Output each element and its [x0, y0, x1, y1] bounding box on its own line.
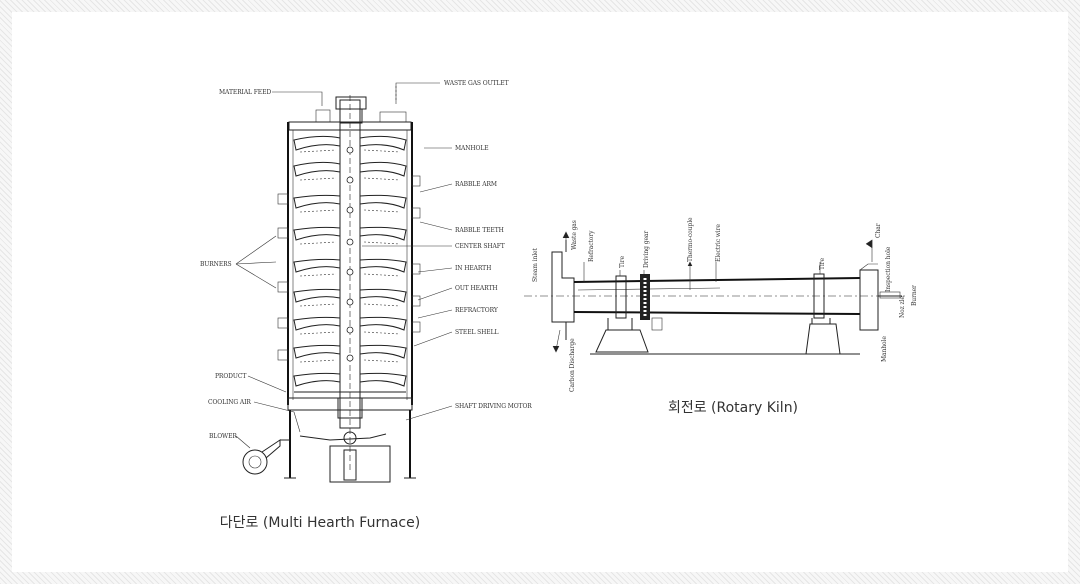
label-rabble-teeth: RABBLE TEETH — [455, 227, 504, 234]
kiln-label-thermo-couple: Thermo-couple — [687, 217, 694, 262]
label-manhole: MANHOLE — [455, 145, 489, 152]
kiln-label-electric-wire: Electric wire — [715, 224, 722, 262]
kiln-label-steam-inlet: Steam inlet — [532, 248, 539, 282]
kiln-label-burner: Burner — [911, 285, 918, 306]
kiln-leader-lines — [552, 231, 873, 353]
kiln-label-carbon-discharge: Carbon Discharge — [569, 338, 576, 392]
mhf-caption: 다단로 (Multi Hearth Furnace) — [220, 515, 420, 531]
label-steel-shell: STEEL SHELL — [455, 329, 498, 336]
mhf-blower — [242, 439, 290, 475]
kiln-caption: 회전로 (Rotary Kiln) — [668, 400, 798, 416]
kiln-supports — [590, 317, 860, 355]
mhf-rabble-arm-hubs — [346, 146, 354, 362]
mhf-shaft-gearbox — [337, 397, 363, 419]
label-material-feed: MATERIAL FEED — [219, 89, 271, 96]
kiln-tire-right — [813, 273, 825, 319]
label-out-hearth: OUT HEARTH — [455, 285, 497, 292]
label-blower: BLOWER — [209, 433, 237, 440]
mhf-top-box — [379, 111, 407, 123]
kiln-label-nozzle: Noz zle — [899, 296, 906, 318]
mhf-motor — [343, 449, 357, 481]
label-shaft-driving-motor: SHAFT DRIVING MOTOR — [455, 403, 532, 410]
kiln-shell-bottom — [573, 311, 861, 315]
label-rabble-arm: RABBLE ARM — [455, 181, 497, 188]
mhf-feed-box — [315, 109, 331, 123]
kiln-label-tire-left: Tire — [619, 256, 626, 268]
kiln-feed-housing — [551, 251, 575, 323]
kiln-discharge-hood — [859, 269, 879, 331]
kiln-label-manhole: Manhole — [881, 336, 888, 362]
kiln-label-tire-right: Tire — [819, 258, 826, 270]
label-refractory: REFRACTORY — [455, 307, 499, 314]
rotary-kiln-diagram: Steam inlet Waste gas Refractory Tire Dr… — [524, 217, 918, 416]
kiln-tire-left — [615, 275, 627, 319]
kiln-driving-gear — [640, 274, 650, 320]
mhf-drive-arm — [299, 433, 387, 441]
label-burners: BURNERS — [200, 261, 232, 268]
mhf-leader-lines — [235, 82, 453, 449]
kiln-label-char: Char — [875, 223, 882, 238]
label-product: PRODUCT — [215, 373, 246, 380]
kiln-label-inspection-hole: Inspection hole — [885, 246, 892, 292]
mhf-motor-housing — [329, 445, 391, 483]
kiln-label-waste-gas: Waste gas — [571, 220, 578, 250]
label-center-shaft: CENTER SHAFT — [455, 243, 505, 250]
kiln-label-refractory: Refractory — [588, 230, 595, 262]
label-cooling-air: COOLING AIR — [208, 399, 251, 406]
multi-hearth-furnace-diagram: MATERIAL FEED WASTE GAS OUTLET MANHOLE R… — [200, 80, 532, 531]
mhf-hearths — [293, 135, 407, 393]
label-in-hearth: IN HEARTH — [455, 265, 491, 272]
label-waste-gas-outlet: WASTE GAS OUTLET — [444, 80, 509, 87]
mhf-gas-stack-neck — [339, 108, 363, 124]
kiln-shell-top — [573, 277, 861, 283]
mhf-right-ports — [411, 175, 421, 333]
mhf-burner-ports — [277, 193, 289, 361]
kiln-label-driving-gear: Driving gear — [643, 231, 650, 268]
